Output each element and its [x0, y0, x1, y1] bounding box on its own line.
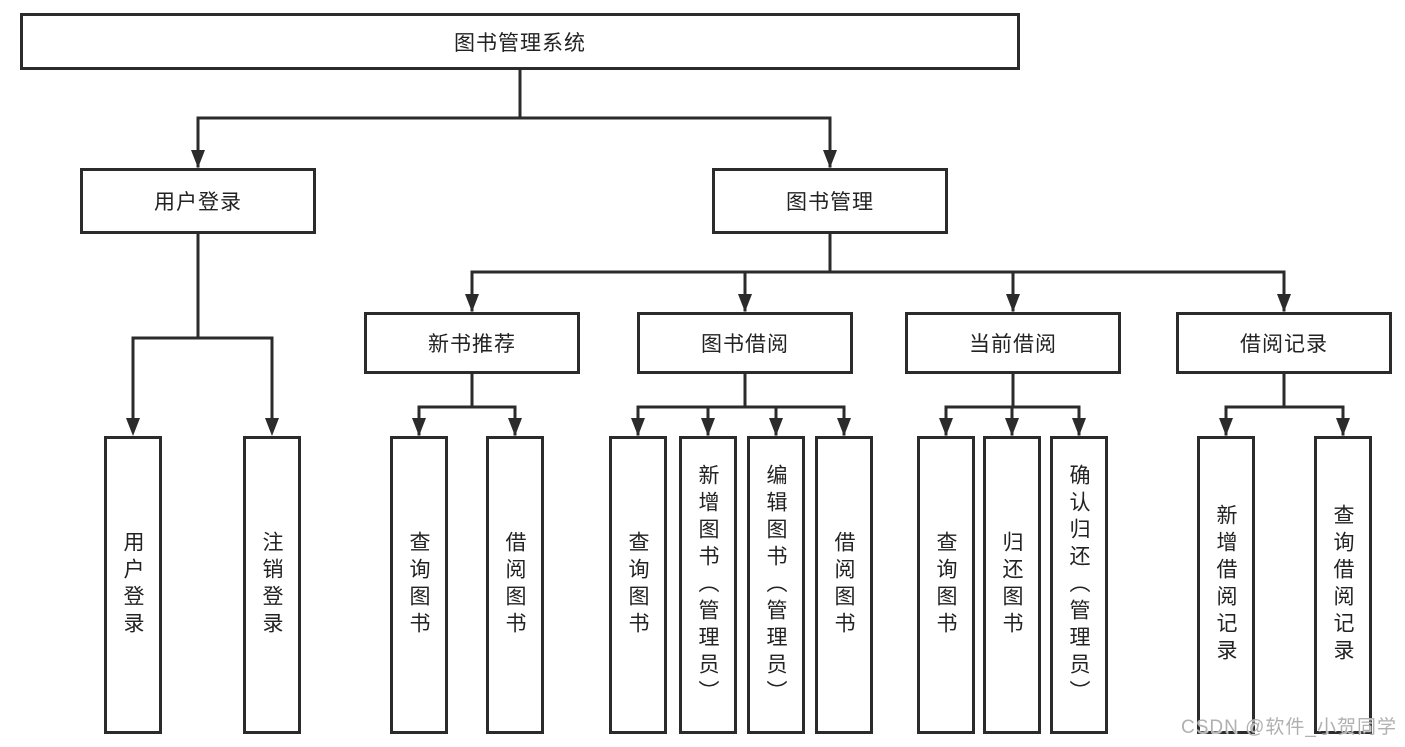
arrowheads — [126, 150, 1350, 436]
leaf-logout: 注销登录 — [243, 436, 301, 734]
node-group-borrow-records: 借阅记录 — [1176, 312, 1392, 374]
node-group-book-borrow: 图书借阅 — [637, 312, 853, 374]
leaf-query-borrow-record: 查询借阅记录 — [1314, 436, 1372, 734]
leaf-return-books: 归还图书 — [983, 436, 1041, 734]
connector-root-to-level2 — [196, 68, 832, 168]
leaf-query-books-recommend: 查询图书 — [390, 436, 448, 734]
watermark: CSDN @软件_小贺同学 — [1181, 717, 1397, 738]
leaf-borrow-books-recommend: 借阅图书 — [486, 436, 544, 734]
node-root: 图书管理系统 — [20, 13, 1020, 70]
leaf-add-book-admin: 新增图书（管理员） — [679, 436, 737, 734]
leaf-edit-book-admin: 编辑图书（管理员） — [747, 436, 805, 734]
leaf-query-books-current: 查询图书 — [917, 436, 975, 734]
connector-user-login-branch — [131, 232, 274, 432]
node-user-login: 用户登录 — [80, 168, 316, 234]
leaf-user-login: 用户登录 — [104, 436, 162, 734]
node-group-current-borrow: 当前借阅 — [905, 312, 1121, 374]
leaf-borrow-books: 借阅图书 — [815, 436, 873, 734]
connector-book-management-branch — [470, 232, 1286, 312]
leaf-confirm-return-admin: 确认归还（管理员） — [1050, 436, 1108, 734]
leaf-add-borrow-record: 新增借阅记录 — [1197, 436, 1255, 734]
connector-group-to-leaves — [417, 372, 1345, 436]
node-book-management: 图书管理 — [712, 168, 948, 234]
node-group-new-book-recommend: 新书推荐 — [364, 312, 580, 374]
leaf-query-books-borrow: 查询图书 — [609, 436, 667, 734]
